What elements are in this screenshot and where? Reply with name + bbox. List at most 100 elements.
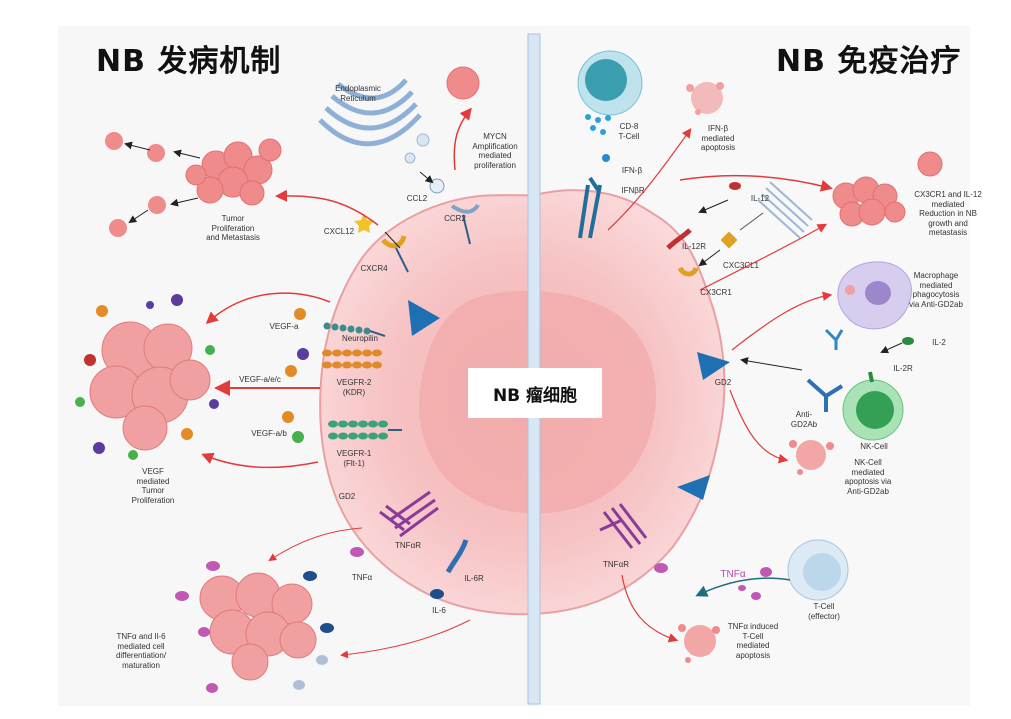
label-il2r: IL-2R (893, 364, 913, 373)
neuropilin-receptor-icon (323, 322, 371, 335)
engulfed-cell-icon (845, 285, 855, 295)
label-tnfar-left: TNFαR (395, 541, 421, 550)
label-neuropilin: Neuropilin (341, 334, 379, 343)
arrow-il12 (698, 199, 729, 214)
cxcr4-stem (395, 247, 409, 273)
label-tumor-prolif: Tumor Proliferation and Metastasis (206, 214, 260, 242)
label-il6: IL-6 (432, 606, 446, 615)
label-il12: IL-12 (750, 194, 770, 203)
cxcl12-star-icon (354, 213, 374, 233)
ifn-beta-icon (602, 154, 610, 162)
arrow-ifnb-apoptosis (607, 128, 692, 231)
label-ccl2: CCL2 (406, 194, 428, 203)
ifnbr-receptor-icon (578, 176, 602, 239)
vesicle-icon (416, 133, 430, 147)
arrow-ccl2 (419, 171, 434, 184)
effector-tcell-nucleus-icon (803, 553, 841, 591)
label-vegf-a: VEGF-a (269, 322, 299, 331)
right-title: NB 免疫治疗 (776, 44, 962, 79)
arrow-tnfa-differentiation (268, 527, 363, 562)
label-tnfa-left: TNFα (351, 573, 373, 582)
label-cxcl12: CXCL12 (323, 227, 355, 236)
arrow-il2 (880, 342, 903, 354)
il6r-receptor-icon (445, 539, 469, 574)
label-vegf-mediated: VEGF mediated Tumor Proliferation (131, 467, 175, 505)
label-tnfa-il6: TNFα and Il-6 mediated cell differentiat… (115, 632, 167, 670)
line-cxcl12 (384, 231, 401, 249)
ccr2-receptor-icon (450, 203, 480, 214)
tumor-cluster-icon (185, 138, 282, 206)
metastasis-cell-icon (109, 219, 127, 237)
label-vegf-ab: VEGF-a/b (251, 429, 287, 438)
il2-ligand-icon (902, 337, 914, 345)
apoptotic-cell-icon (686, 82, 724, 115)
label-nk-cell: NK-Cell (860, 442, 888, 451)
anti-gd2-antibody-icon (806, 378, 844, 412)
tcell-apoptotic-cell-icon (678, 624, 720, 663)
gd2-triangle-left (408, 300, 440, 336)
arrow-metastasis (124, 141, 151, 151)
label-cx3cl1: CXC3CL1 (722, 261, 759, 270)
arrow-tnfa-apoptosis (621, 574, 679, 643)
cx3cl1-membrane-icon (757, 181, 813, 239)
vegf-ligand-icon (297, 348, 309, 360)
tnfar-left-receptor-icon (379, 490, 439, 538)
label-cx3cr1: CX3CR1 (700, 288, 732, 297)
ccr2-stem (462, 214, 471, 245)
arrow-tcell-tnfa (695, 577, 791, 597)
il12-ligand-icon (729, 182, 741, 190)
cx3cl1-tether (739, 212, 764, 231)
endoplasmic-reticulum-icon (318, 78, 422, 147)
cx3cr1-receptor-icon (677, 266, 699, 277)
ccl2-icon (429, 178, 445, 194)
tnfa-right-particles (738, 567, 772, 600)
left-title: NB 发病机制 (96, 44, 282, 79)
arrow-metastasis (128, 209, 149, 224)
label-tnfa-right: TNFα (720, 569, 746, 580)
vegf-ab-ligand-icon (282, 411, 294, 423)
metastasis-cell-icon (105, 132, 123, 150)
cd8-nucleus-icon (585, 59, 627, 101)
label-vegfr1: VEGFR-1 (Flt-1) (336, 449, 372, 468)
macrophage-antibody-icon (824, 328, 844, 350)
arrow-vegf-a (205, 292, 331, 324)
vegfr2-receptor-icon (322, 349, 382, 369)
label-il12r: IL-12R (681, 242, 706, 251)
arrow-il12-reduction (699, 223, 828, 291)
arrow-metastasis (170, 197, 199, 207)
arrow-nk-apoptosis (729, 389, 789, 464)
label-tcell-effector: T-Cell (effector) (808, 602, 840, 621)
vegf-tumor-cluster-icon (89, 321, 211, 451)
mycn-cell-icon (446, 66, 480, 100)
label-cxcr4: CXCR4 (360, 264, 388, 273)
label-tnfa-tcell: TNFα induced T-Cell mediated apoptosis (727, 622, 779, 660)
label-tnfar-right: TNFαR (603, 560, 629, 569)
arrow-metastasis (173, 149, 201, 159)
macrophage-nucleus-icon (865, 281, 891, 305)
label-ifnbr: IFNβR (621, 186, 645, 195)
gd2-triangle-lower (677, 475, 710, 500)
vegf-ligand-icon (285, 365, 297, 377)
label-ccr2: CCR2 (444, 214, 466, 223)
label-ifnb-apop: IFN-β mediated apoptosis (700, 124, 736, 152)
arrow-tumor-prolif (275, 189, 379, 226)
tnfa-right-ligand-icon (654, 563, 668, 573)
vegf-ligand-icon (292, 431, 304, 443)
gd2-triangle-right (697, 352, 730, 380)
cx3cl1-ligand-icon (720, 231, 738, 249)
vesicle-icon (404, 152, 416, 164)
il2r-receptor-icon (868, 371, 874, 383)
cxcr4-receptor-icon (381, 235, 407, 249)
reduced-tumor-cluster-icon (832, 151, 943, 227)
label-ifnb: IFN-β (621, 166, 643, 175)
vegf-particles (75, 294, 219, 460)
label-il2: IL-2 (932, 338, 946, 347)
label-nk-apop: NK-Cell mediated apoptosis via Anti-GD2a… (844, 458, 892, 496)
il6-ligand-icon (430, 589, 444, 599)
nk-nucleus-icon (856, 391, 894, 429)
arrow-antibody-gd2 (740, 357, 803, 371)
tnfa-left-ligand-icon (350, 547, 364, 557)
label-cx3cr1-note: CX3CR1 and IL-12 mediated Reduction in N… (914, 190, 982, 237)
differentiation-particles (175, 561, 334, 693)
